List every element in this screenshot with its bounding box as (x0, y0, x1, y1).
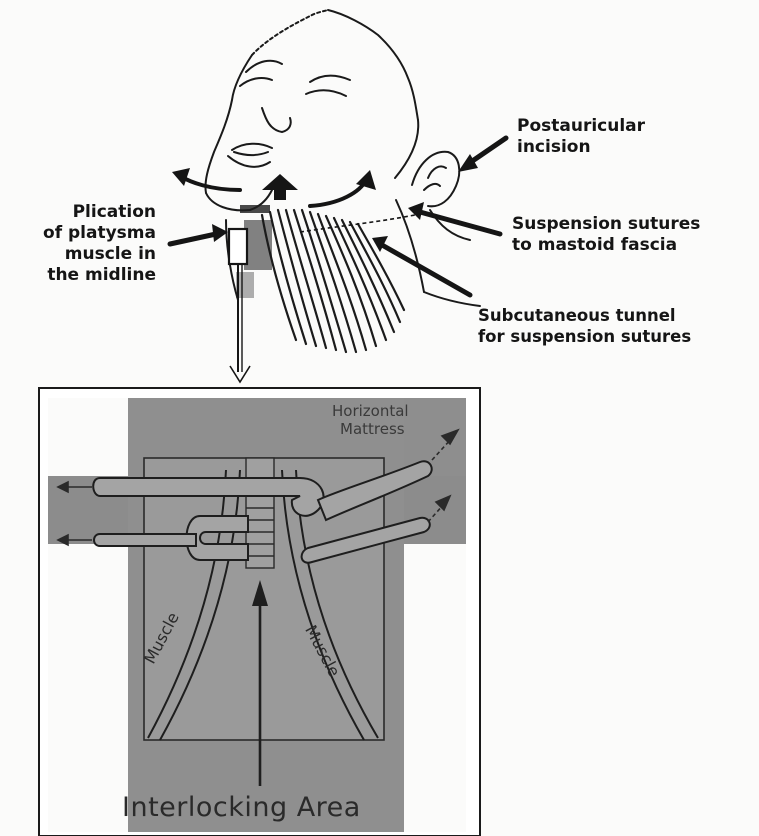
retraction-arrows (172, 168, 376, 206)
label-line: Horizontal (332, 402, 409, 420)
label-line: incision (517, 137, 645, 158)
suspension-sutures-label: Suspension sutures to mastoid fascia (512, 214, 700, 256)
label-line: to mastoid fascia (512, 235, 700, 256)
interlocking-inset (39, 388, 480, 836)
plication-marker (229, 229, 250, 382)
label-line: Postauricular (517, 116, 645, 137)
label-line: for suspension sutures (478, 326, 691, 347)
label-line: Subcutaneous tunnel (478, 305, 691, 326)
label-line: Suspension sutures (512, 214, 700, 235)
label-line: of platysma (8, 223, 156, 244)
postauricular-incision-label: Postauricular incision (517, 116, 645, 158)
plication-label: Plication of platysma muscle in the midl… (8, 202, 156, 286)
interlocking-area-label: Interlocking Area (122, 792, 361, 823)
label-line: muscle in (8, 244, 156, 265)
label-line: the midline (8, 265, 156, 286)
leader-arrows (170, 138, 506, 295)
label-line: Plication (8, 202, 156, 223)
label-line: Mattress (332, 420, 409, 438)
platysma-hatching (262, 210, 404, 352)
horizontal-mattress-label: Horizontal Mattress (332, 402, 409, 438)
subcutaneous-tunnel-label: Subcutaneous tunnel for suspension sutur… (478, 305, 691, 347)
